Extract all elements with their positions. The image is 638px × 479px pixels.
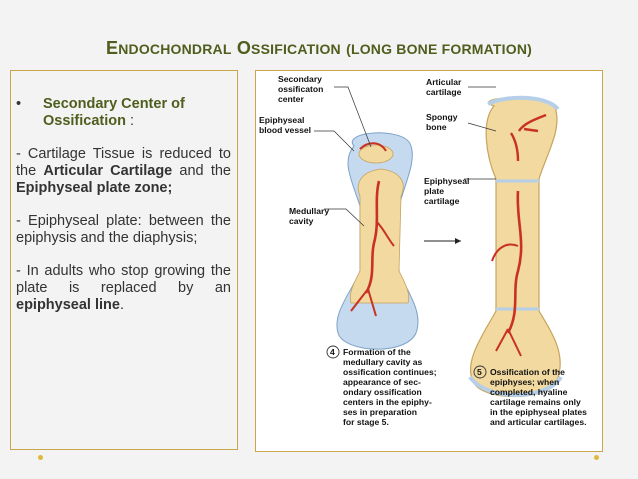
- bullet-item: • Secondary Center of Ossification :: [16, 96, 231, 130]
- bone-diagram: Secondary ossificaton center Epiphyseal …: [259, 74, 589, 427]
- label-medullary: Medullary cavity: [289, 206, 332, 226]
- label-spongy: Spongy bone: [426, 112, 460, 132]
- caption-5: Ossification of the epiphyses; when comp…: [490, 367, 589, 427]
- caption-4-number: 4: [330, 347, 335, 357]
- caption-5-number: 5: [477, 367, 482, 377]
- figure-panel: Secondary ossificaton center Epiphyseal …: [255, 70, 603, 452]
- paragraph-cartilage: - Cartilage Tissue is reduced to the Art…: [16, 146, 231, 196]
- paragraph-epiphyseal-plate: - Epiphyseal plate: between the epiphysi…: [16, 213, 231, 246]
- decor-dot-left: [38, 455, 43, 460]
- bullet-marker: •: [16, 96, 22, 112]
- caption-4: Formation of the medullary cavity as oss…: [343, 347, 439, 427]
- bone-stage-5: [468, 95, 563, 397]
- slide-title: ENDOCHONDRAL OSSIFICATION (LONG BONE FOR…: [105, 38, 532, 58]
- paragraph-adults: - In adults who stop growing the plate i…: [16, 263, 231, 313]
- decor-dot-right: [594, 455, 599, 460]
- text-content: • Secondary Center of Ossification : - C…: [16, 96, 231, 314]
- bullet-heading: Secondary Center of Ossification: [42, 96, 185, 129]
- bone-stage-4: [336, 132, 419, 350]
- label-blood-vessel: Epiphyseal blood vessel: [259, 115, 311, 135]
- heading-suffix: :: [125, 113, 135, 129]
- label-secondary: Secondary ossificaton center: [278, 74, 326, 104]
- label-plate: Epiphyseal plate cartilage: [424, 176, 472, 206]
- text-panel: [10, 70, 238, 450]
- label-articular: Articular cartilage: [426, 77, 464, 97]
